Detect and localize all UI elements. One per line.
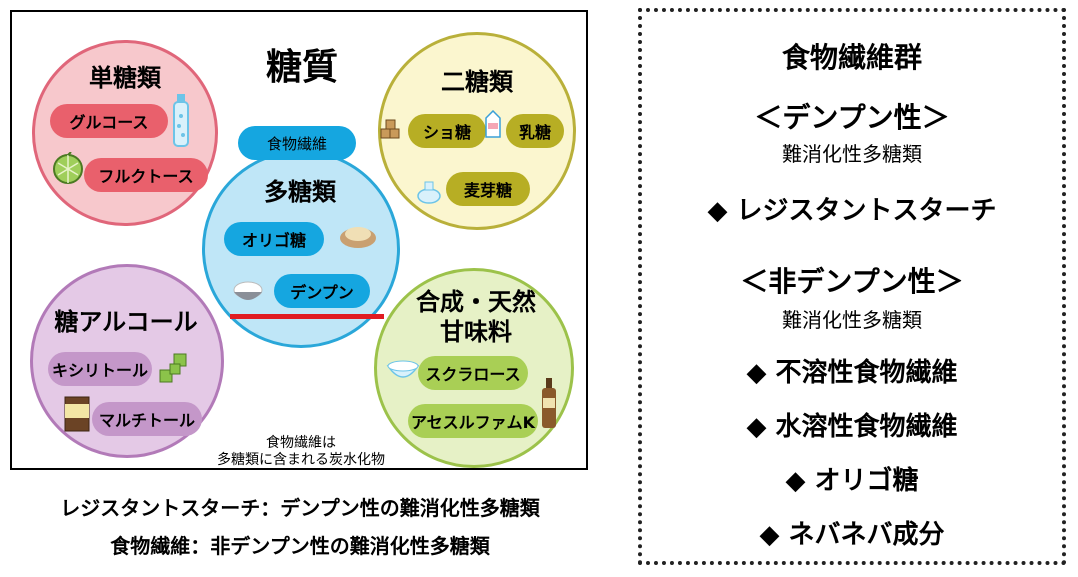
- sweeteners-title-line1: 合成・天然: [416, 288, 536, 316]
- rice-bowl-icon: [233, 281, 263, 300]
- glucose-pill: グルコース: [50, 104, 168, 138]
- sticky-component-item: ◆ ネバネバ成分: [759, 520, 945, 550]
- dietary-fiber-tag: 食物繊維: [238, 126, 356, 160]
- powder-bowl-icon: [340, 227, 376, 248]
- polysaccharides-title: 多糖類: [264, 178, 336, 206]
- drink-bottle-icon: [542, 378, 556, 428]
- acesulfame-k-pill: アセスルファムK: [408, 404, 538, 438]
- resistant-starch-definition: レジスタントスターチ：デンプン性の難消化性多糖類: [60, 496, 540, 520]
- disaccharides-title: 二糖類: [441, 68, 513, 96]
- maltitol-pill: マルチトール: [92, 402, 202, 436]
- note-line2: 多糖類に含まれる炭水化物: [217, 452, 385, 468]
- nonstarch-subheading: 難消化性多糖類: [782, 308, 922, 332]
- soluble-fiber-item: ◆ 水溶性食物繊維: [746, 412, 958, 442]
- carbohydrate-title: 糖質: [265, 47, 338, 88]
- maltose-pill: 麦芽糖: [446, 172, 530, 206]
- monosaccharides-title: 単糖類: [89, 64, 161, 92]
- melon-icon: [53, 152, 83, 184]
- soda-bottle-icon: [173, 94, 189, 147]
- sweeteners-title-line2: 甘味料: [440, 318, 512, 346]
- sugar-cubes-icon: [380, 119, 400, 139]
- syrup-bottle-icon: [417, 181, 441, 204]
- sucrose-pill: ショ糖: [408, 114, 486, 148]
- starch-heading: ＜デンプン性＞: [754, 101, 950, 134]
- gum-pieces-icon: [159, 353, 187, 383]
- starch-subheading: 難消化性多糖類: [782, 142, 922, 166]
- lactose-pill: 乳糖: [506, 114, 564, 148]
- sweetener-bowl-icon: [386, 360, 420, 378]
- sucralose-pill: スクラロース: [418, 356, 528, 390]
- oligosaccharide-pill: オリゴ糖: [224, 222, 324, 256]
- starch-pill: デンプン: [274, 274, 370, 308]
- oligosaccharide-item: ◆ オリゴ糖: [785, 466, 919, 496]
- dietary-fiber-group-panel: 食物繊維群 ＜デンプン性＞ 難消化性多糖類 ◆ レジスタントスターチ ＜非デンプ…: [638, 8, 1066, 565]
- insoluble-fiber-item: ◆ 不溶性食物繊維: [746, 358, 958, 388]
- panel-title: 食物繊維群: [781, 41, 922, 74]
- chocolate-bar-icon: [64, 396, 90, 432]
- note-line1: 食物繊維は: [266, 435, 336, 451]
- red-divider-line: [230, 314, 384, 319]
- fructose-pill: フルクトース: [84, 158, 208, 192]
- resistant-starch-item: ◆ レジスタントスターチ: [707, 196, 997, 226]
- nonstarch-heading: ＜非デンプン性＞: [740, 265, 964, 298]
- milk-carton-icon: [485, 110, 501, 138]
- dietary-fiber-definition: 食物繊維：非デンプン性の難消化性多糖類: [110, 534, 490, 558]
- carbohydrate-diagram: 単糖類 グルコース フルクトース 糖質 二糖類 ショ糖 乳糖 麦芽糖 食物繊維 …: [10, 10, 588, 470]
- xylitol-pill: キシリトール: [48, 352, 152, 386]
- sugar-alcohols-title: 糖アルコール: [54, 308, 198, 336]
